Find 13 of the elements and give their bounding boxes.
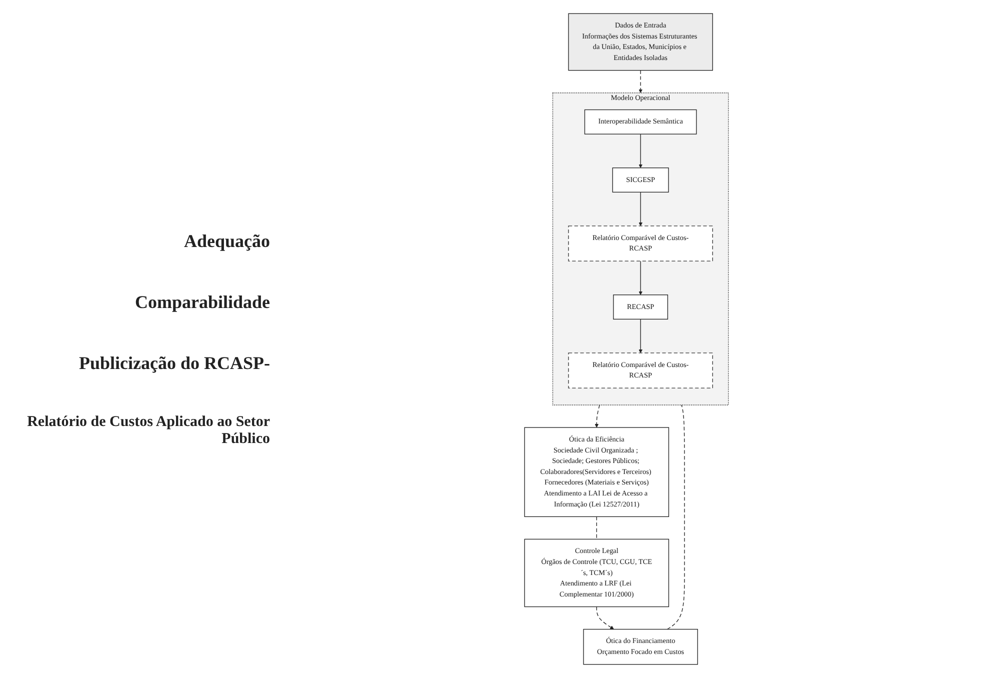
connector [667, 404, 685, 630]
arrow [594, 404, 600, 428]
side-label: Relatório de Custos Aplicado ao Setor Público [26, 414, 270, 448]
side-label: Adequação [182, 230, 270, 252]
connector [596, 516, 597, 540]
arrow [638, 260, 643, 296]
side-label: Publicização do RCASP- [78, 352, 270, 374]
arrow [638, 318, 643, 354]
arrow [638, 70, 643, 94]
arrow [596, 606, 614, 630]
arrow [638, 134, 643, 168]
side-label: Comparabilidade [134, 292, 270, 312]
arrow [638, 192, 643, 226]
